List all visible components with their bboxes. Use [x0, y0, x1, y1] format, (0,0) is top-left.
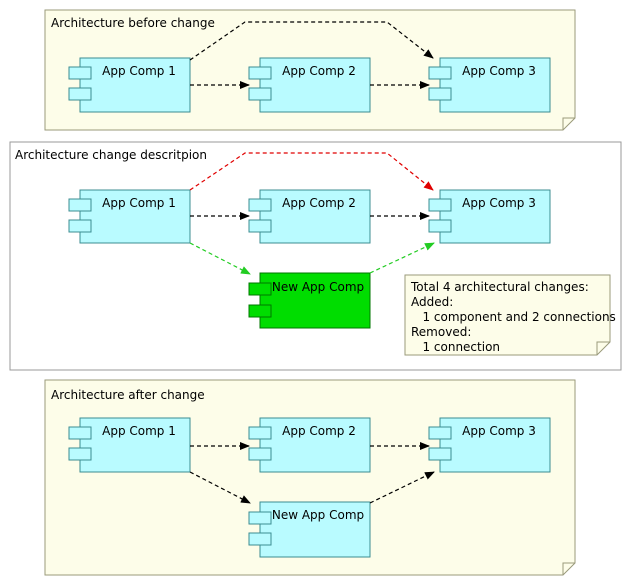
panel-title: Architecture change descritpion [15, 148, 207, 162]
note-line: 1 component and 2 connections [411, 310, 616, 324]
component-new-app-comp[interactable]: New App Comp [248, 272, 371, 329]
component-port [428, 198, 452, 212]
component-port [248, 511, 272, 525]
panel-change-description: Architecture change descritpion App Comp… [9, 141, 622, 371]
connection-comp1-new-added[interactable] [189, 242, 251, 275]
change-summary-note: Total 4 architectural changes: Added: 1 … [404, 274, 616, 356]
component-label: New App Comp [272, 508, 364, 522]
component-app-comp-3[interactable]: App Comp 3 [428, 57, 551, 113]
panel-before: Architecture before change App Comp 1 Ap… [44, 9, 576, 131]
component-app-comp-1[interactable]: App Comp 1 [68, 57, 191, 113]
component-port [428, 219, 452, 233]
component-port [248, 282, 272, 296]
component-label: App Comp 1 [102, 196, 176, 210]
note-line: Removed: [411, 325, 471, 339]
note-line: Total 4 architectural changes: [410, 280, 589, 294]
component-port [428, 87, 452, 101]
component-new-app-comp[interactable]: New App Comp [248, 501, 371, 558]
connection-new-comp3-added[interactable] [369, 242, 435, 274]
component-label: App Comp 1 [102, 424, 176, 438]
connection-new-comp3[interactable] [369, 471, 435, 504]
component-label: App Comp 1 [102, 64, 176, 78]
component-app-comp-1[interactable]: App Comp 1 [68, 189, 191, 244]
component-label: App Comp 3 [462, 196, 536, 210]
component-app-comp-1[interactable]: App Comp 1 [68, 417, 191, 473]
component-port [248, 198, 272, 212]
component-port [248, 304, 272, 318]
component-port [68, 426, 92, 440]
component-app-comp-2[interactable]: App Comp 2 [248, 417, 371, 473]
component-port [248, 219, 272, 233]
component-label: App Comp 2 [282, 196, 356, 210]
component-app-comp-2[interactable]: App Comp 2 [248, 189, 371, 244]
component-app-comp-3[interactable]: App Comp 3 [428, 417, 551, 473]
component-port [68, 198, 92, 212]
component-label: App Comp 3 [462, 64, 536, 78]
note-line: 1 connection [411, 340, 500, 354]
component-app-comp-3[interactable]: App Comp 3 [428, 189, 551, 244]
group-fold [562, 562, 575, 575]
connection-comp1-new[interactable] [189, 471, 251, 504]
panel-title: Architecture after change [51, 388, 205, 402]
component-port [68, 219, 92, 233]
panel-title: Architecture before change [51, 16, 215, 30]
component-port [428, 447, 452, 461]
component-label: App Comp 2 [282, 64, 356, 78]
component-label: App Comp 2 [282, 424, 356, 438]
component-port [248, 426, 272, 440]
component-port [428, 426, 452, 440]
group-fold [562, 117, 575, 130]
component-port [428, 66, 452, 80]
component-label: New App Comp [272, 280, 364, 294]
component-app-comp-2[interactable]: App Comp 2 [248, 57, 371, 113]
component-port [248, 66, 272, 80]
component-label: App Comp 3 [462, 424, 536, 438]
component-port [68, 66, 92, 80]
component-port [248, 87, 272, 101]
note-line: Added: [411, 295, 453, 309]
panel-after: Architecture after change App Comp 1 App… [44, 379, 576, 576]
component-port [68, 447, 92, 461]
connection-comp1-comp3[interactable] [189, 21, 434, 61]
component-port [248, 447, 272, 461]
component-port [248, 532, 272, 546]
component-port [68, 87, 92, 101]
